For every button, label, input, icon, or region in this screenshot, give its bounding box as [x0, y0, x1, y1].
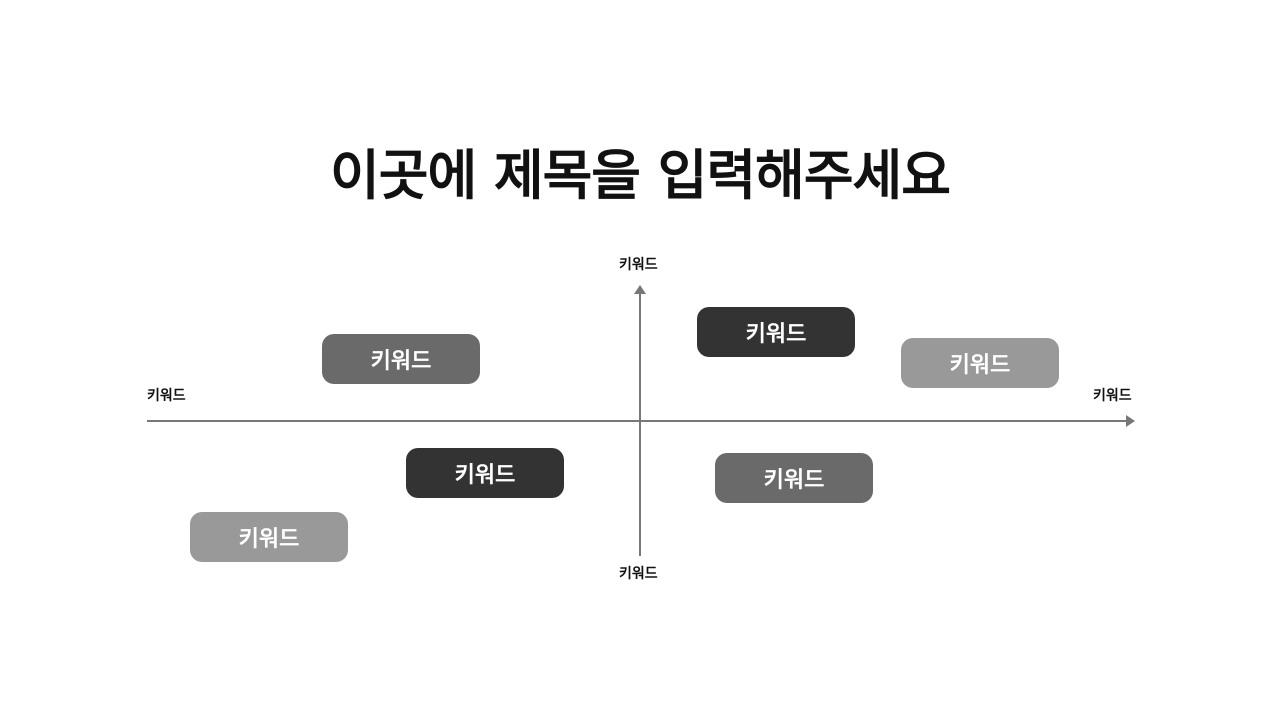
keyword-chip: 키워드 — [190, 512, 348, 562]
page-title: 이곳에 제목을 입력해주세요 — [330, 144, 951, 207]
keyword-chip: 키워드 — [322, 334, 480, 384]
axis-label-bottom: 키워드 — [619, 566, 658, 582]
keyword-chip: 키워드 — [697, 307, 855, 357]
axis-label-left: 키워드 — [147, 388, 186, 404]
keyword-chip: 키워드 — [406, 448, 564, 498]
keyword-chip: 키워드 — [715, 453, 873, 503]
right-arrowhead — [1126, 415, 1135, 427]
axis-label-right: 키워드 — [1093, 388, 1132, 404]
up-arrowhead — [634, 285, 646, 294]
axis-label-top: 키워드 — [619, 257, 658, 273]
keyword-chip: 키워드 — [901, 338, 1059, 388]
